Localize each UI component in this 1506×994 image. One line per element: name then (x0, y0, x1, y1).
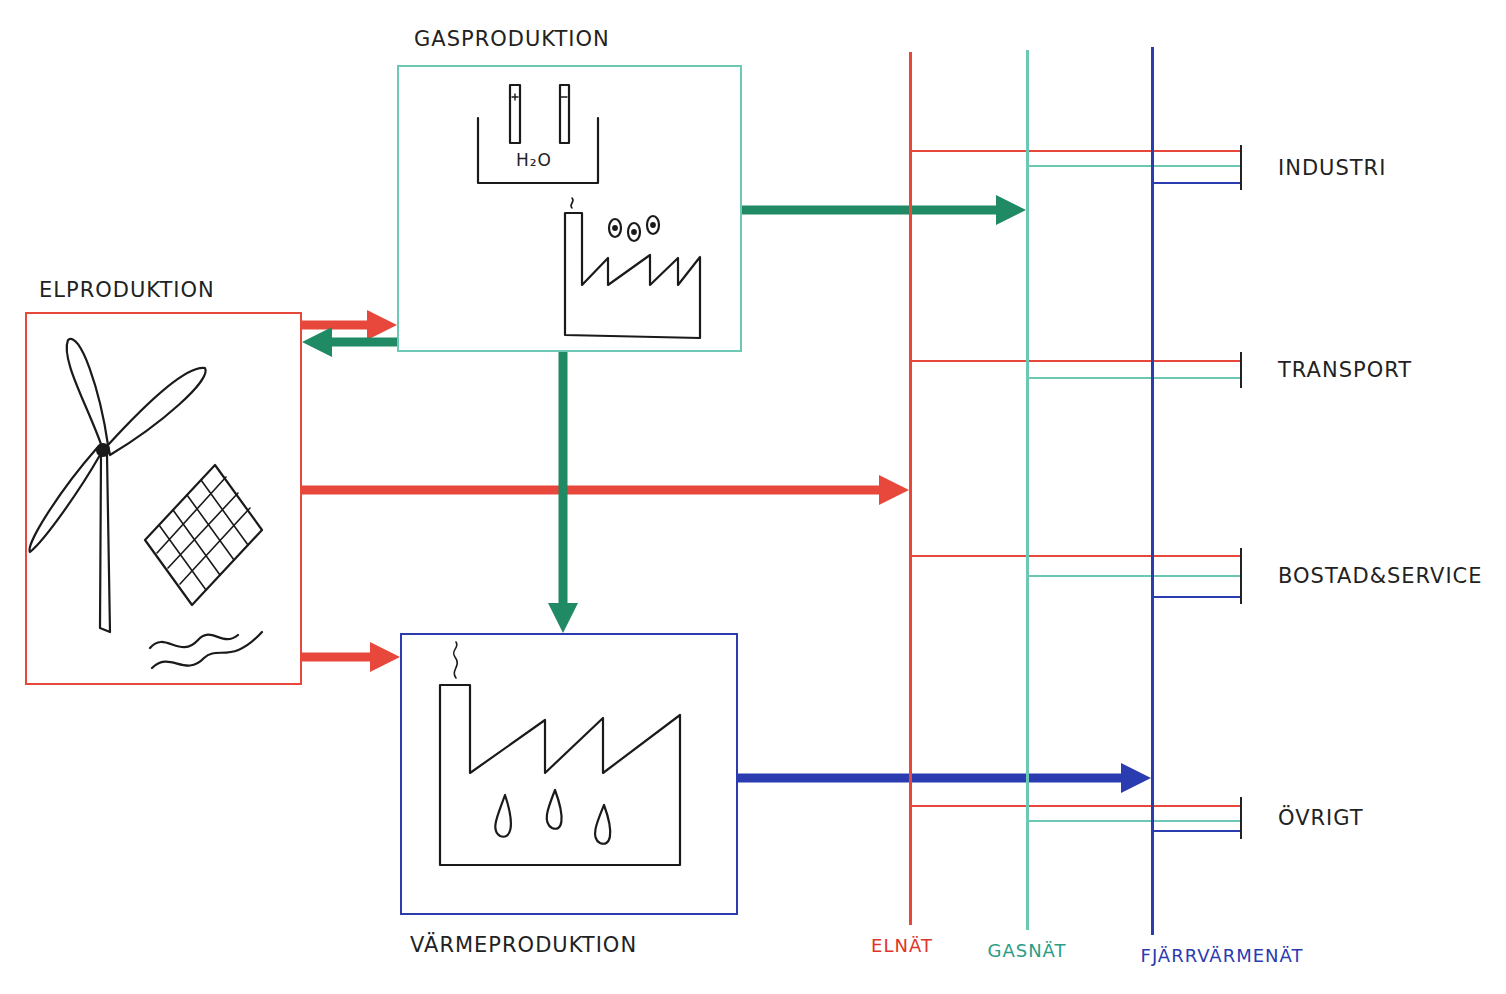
supply-line (1029, 820, 1240, 822)
network-line: ELNÄT (909, 52, 912, 925)
turbine-blade (30, 448, 100, 552)
sector-label: BOSTAD&SERVICE (1242, 564, 1489, 588)
network-line: GASNÄT (1026, 50, 1029, 930)
supply-line (912, 805, 1240, 807)
solar-panel (145, 465, 262, 605)
network-line: FJÄRRVÄRMENÄT (1151, 47, 1154, 935)
heat-drop (595, 805, 610, 844)
electrode (560, 85, 569, 143)
flow-arrow (302, 653, 370, 662)
factory-smoke (571, 198, 573, 208)
gas-bubble (628, 223, 640, 241)
box-heading: ELPRODUKTION (39, 278, 215, 302)
box-heading: VÄRMEPRODUKTION (410, 933, 637, 957)
production-box: GASPRODUKTION (397, 65, 742, 352)
flow-arrow (738, 774, 1121, 783)
sector-label: INDUSTRI (1242, 156, 1392, 180)
supply-line (1029, 165, 1240, 167)
water-waves (150, 632, 262, 668)
supply-line (912, 360, 1240, 362)
supply-line (1154, 596, 1240, 598)
network-label: FJÄRRVÄRMENÄT (1141, 945, 1304, 966)
gas-bubble (647, 216, 659, 234)
sector-bracket: ÖVRIGT (1240, 797, 1372, 839)
supply-line (912, 150, 1240, 152)
gas-bubble-dot (651, 223, 655, 227)
illustrations (30, 85, 700, 865)
flow-arrow (742, 206, 996, 215)
factory-smoke (454, 642, 458, 678)
electrode-mark (512, 94, 567, 100)
sector-label: TRANSPORT (1242, 358, 1418, 382)
supply-line (1029, 377, 1240, 379)
formula-label: H₂O (516, 150, 552, 170)
gas-bubble-dot (632, 230, 636, 234)
gas-bubble (609, 219, 621, 237)
supply-line (1154, 182, 1240, 184)
turbine-blade (67, 339, 108, 450)
supply-line (1154, 830, 1240, 832)
sector-bracket: TRANSPORT (1240, 352, 1420, 388)
flow-arrow (559, 352, 568, 603)
heat-drop (495, 795, 511, 837)
electrolysis-cell (478, 118, 598, 183)
flow-arrow (332, 338, 397, 347)
supply-line (1029, 575, 1240, 577)
box-heading: GASPRODUKTION (414, 27, 610, 51)
turbine-hub (97, 444, 109, 456)
heat-factory (440, 685, 680, 865)
sector-bracket: BOSTAD&SERVICE (1240, 548, 1491, 604)
flow-arrow (302, 486, 879, 495)
supply-line (912, 555, 1240, 557)
turbine-blade (108, 368, 206, 455)
turbine-tower (100, 455, 110, 632)
solar-grid (157, 477, 250, 590)
network-label: ELNÄT (871, 935, 933, 956)
gas-factory (565, 213, 700, 338)
network-label: GASNÄT (987, 940, 1066, 961)
sector-bracket: INDUSTRI (1240, 145, 1394, 190)
sector-label: ÖVRIGT (1242, 806, 1370, 830)
production-box: ELPRODUKTION (25, 312, 302, 685)
gas-bubble-dot (613, 226, 617, 230)
production-box: VÄRMEPRODUKTION (400, 633, 738, 915)
flow-arrow (302, 321, 367, 330)
heat-drop (547, 790, 562, 829)
